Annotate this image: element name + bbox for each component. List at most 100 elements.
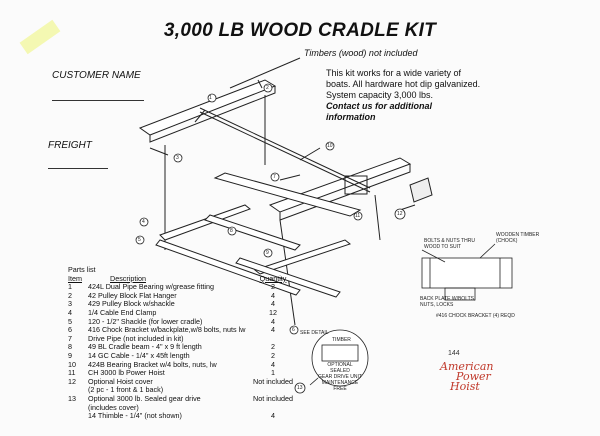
- callout-1-circle: [207, 93, 217, 103]
- parts-cell-item: 7: [68, 333, 72, 343]
- parts-cell-qty: Not included: [253, 393, 293, 403]
- logo-number: 144: [448, 350, 460, 357]
- see-detail-label: SEE DETAIL: [300, 330, 329, 336]
- parts-row: 1 424L Dual Pipe Bearing w/grease fitting…: [68, 282, 275, 292]
- callout-11-circle: [353, 211, 363, 221]
- callout-6-circle: [289, 325, 299, 335]
- callout-4-circle: [139, 217, 149, 227]
- parts-row: 5 120 - 1/2" Shackle (for lower cradle) 4: [68, 316, 275, 327]
- parts-cell-item: 3: [68, 299, 72, 309]
- parts-cell-item: 13: [68, 393, 76, 403]
- upper-timber-left: [138, 79, 277, 136]
- parts-cell-desc: (includes cover): [88, 402, 139, 412]
- quantity-header: Quantity: [259, 273, 287, 283]
- parts-row: (2 pc - 1 front & 1 back): [68, 386, 268, 395]
- freight-label: FREIGHT: [48, 140, 92, 151]
- parts-cell-desc: 416 Chock Bracket w/backplate,w/8 bolts,…: [88, 325, 246, 335]
- parts-cell-desc: 429 Pulley Block w/shackle: [88, 299, 175, 309]
- parts-cell-desc: (2 pc - 1 front & 1 back): [88, 385, 164, 395]
- callout-12: 12: [397, 211, 403, 217]
- parts-cell-item: 11: [68, 368, 76, 378]
- logo-line-1: American: [440, 360, 494, 373]
- parts-cell-item: 8: [68, 342, 72, 352]
- item-header: Item: [68, 273, 82, 283]
- parts-row: (includes cover): [68, 402, 268, 413]
- detail-backplate-label: BACK PLATE W/BOLTS,NUTS, LOCKS: [420, 296, 476, 308]
- page-title: 3,000 LB WOOD CRADLE KIT: [163, 20, 437, 41]
- description-header: Description: [110, 273, 146, 283]
- detail-chock-bracket-label: #416 CHOCK BRACKET (4) REQD: [436, 313, 515, 319]
- callout-5: 5: [138, 237, 141, 243]
- callout-4: 4: [142, 219, 145, 225]
- callout-10: 10: [327, 143, 333, 149]
- callout-11: 11: [355, 213, 361, 219]
- callout-10-circle: [325, 141, 335, 151]
- parts-cell-item: 5: [68, 316, 72, 326]
- parts-cell-qty: 4: [271, 299, 275, 309]
- contact-line-2: information: [326, 112, 376, 122]
- parts-cell-item: 10: [68, 359, 76, 369]
- upper-timber-right: [268, 157, 412, 213]
- parts-cell-desc: 49 BL Cradle beam - 4" x 9 ft length: [88, 342, 202, 352]
- parts-row: 13 Optional 3000 lb. Sealed gear drive Not…: [68, 393, 293, 404]
- freight-line: [48, 168, 108, 169]
- parts-cell-desc: 424L Dual Pipe Bearing w/grease fitting: [88, 282, 214, 292]
- parts-cell-qty: 4: [271, 290, 275, 300]
- parts-cell-qty: 12: [269, 307, 277, 317]
- callout-1: 1: [209, 95, 212, 101]
- parts-cell-qty: 4: [271, 359, 275, 369]
- parts-cell-item: [68, 404, 88, 413]
- callout-13-circle: [294, 382, 306, 394]
- gear-timber-label: TIMBER: [332, 337, 351, 343]
- parts-cell-item: [68, 412, 88, 421]
- parts-cell-qty: 4: [271, 316, 275, 326]
- callout-9: 9: [266, 250, 269, 256]
- parts-list-header: Item Description Quantity: [68, 273, 286, 284]
- parts-row: 8 49 BL Cradle beam - 4" x 9 ft length 2: [68, 342, 275, 352]
- parts-cell-desc: 424B Bearing Bracket w/4 bolts, nuts, lw: [88, 359, 217, 369]
- desc-line-1: This kit works for a wide variety of: [326, 68, 462, 78]
- parts-cell-qty: Not included: [253, 376, 293, 386]
- parts-cell-item: 9: [68, 350, 72, 360]
- detail-timber-chock-label: WOODEN TIMBER(CHOCK): [496, 232, 540, 244]
- callout-2: 2: [266, 85, 269, 91]
- parts-cell-desc: Optional 3000 lb. Sealed gear drive: [88, 393, 201, 403]
- american-power-hoist-logo: American Power Hoist: [432, 360, 522, 393]
- callout-7: 7: [273, 174, 276, 180]
- timbers-note: Timbers (wood) not included: [304, 48, 418, 58]
- parts-row: 7 Drive Pipe (not included in kit): [68, 333, 268, 344]
- parts-row: 3 429 Pulley Block w/shackle 4: [68, 299, 275, 309]
- parts-cell-desc: 120 - 1/2" Shackle (for lower cradle): [88, 316, 203, 326]
- parts-cell-desc: Drive Pipe (not included in kit): [88, 333, 184, 343]
- callout-8-circle: [227, 226, 237, 236]
- parts-cell-qty: 2: [271, 350, 275, 360]
- callout-7-circle: [270, 172, 280, 182]
- parts-cell-item: 1: [68, 282, 72, 292]
- desc-line-3: System capacity 3,000 lbs.: [326, 90, 434, 100]
- callout-3: 3: [176, 155, 179, 161]
- parts-cell-qty: 2: [271, 342, 275, 352]
- parts-rows: 1 424L Dual Pipe Bearing w/grease fitting…: [68, 282, 293, 421]
- kit-description: This kit works for a wide variety of boa…: [326, 68, 486, 123]
- parts-cell-desc: 1/4 Cable End Clamp: [88, 307, 157, 317]
- parts-cell-item: 2: [68, 290, 72, 300]
- callout-8: 8: [230, 228, 233, 234]
- parts-row: 10 424B Bearing Bracket w/4 bolts, nuts, …: [68, 359, 275, 370]
- parts-list-title: Parts list: [68, 265, 96, 274]
- callout-12-circle: [394, 208, 406, 220]
- parts-cell-item: 12: [68, 376, 76, 386]
- cross-timber: [213, 172, 362, 217]
- parts-row: 14 Thimble - 1/4" (not shown)4: [68, 411, 275, 421]
- contact-line-1: Contact us for additional: [326, 101, 433, 111]
- callout-9-circle: [263, 248, 273, 258]
- parts-cell-qty: 4: [271, 411, 275, 421]
- parts-cell-qty: 1: [271, 368, 275, 378]
- logo-line-3: Hoist: [450, 380, 480, 393]
- desc-line-2: boats. All hardware hot dip galvanized.: [326, 79, 481, 89]
